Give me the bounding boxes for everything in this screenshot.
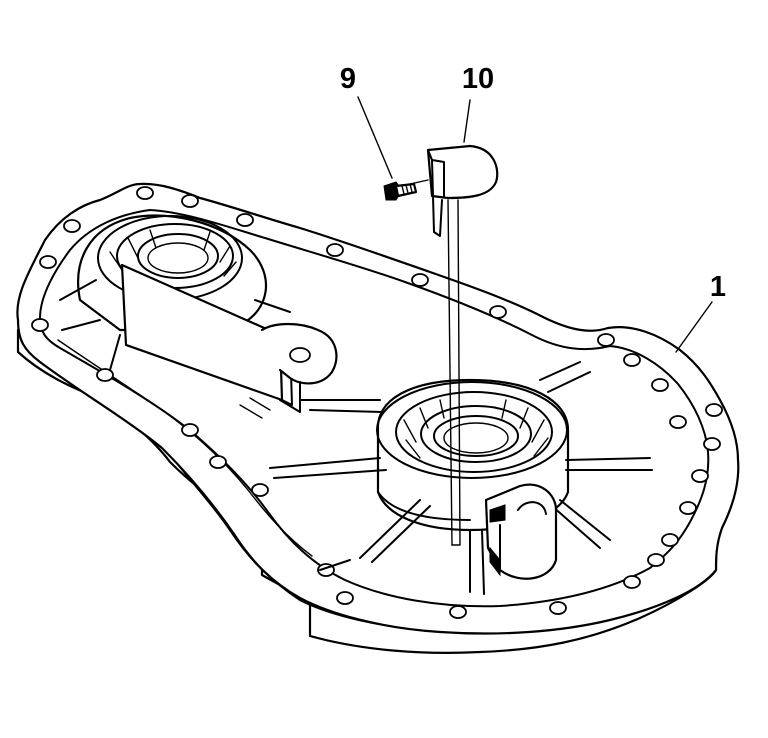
callout-9-label: 9 <box>340 63 356 95</box>
part-10-baffle <box>409 144 499 237</box>
flange-bolt-holes <box>31 186 723 619</box>
assembly-guide-line <box>447 199 461 546</box>
left-oil-deflector <box>120 263 338 419</box>
leader-lines <box>357 96 713 353</box>
callout-10-label: 10 <box>462 63 494 95</box>
part-9-bolt <box>383 181 418 201</box>
leader-10 <box>463 99 471 143</box>
leader-1 <box>675 301 713 353</box>
leader-9 <box>357 96 393 179</box>
case-ribs <box>269 361 653 595</box>
oil-trough <box>484 483 558 580</box>
callout-1-label: 1 <box>710 271 726 303</box>
